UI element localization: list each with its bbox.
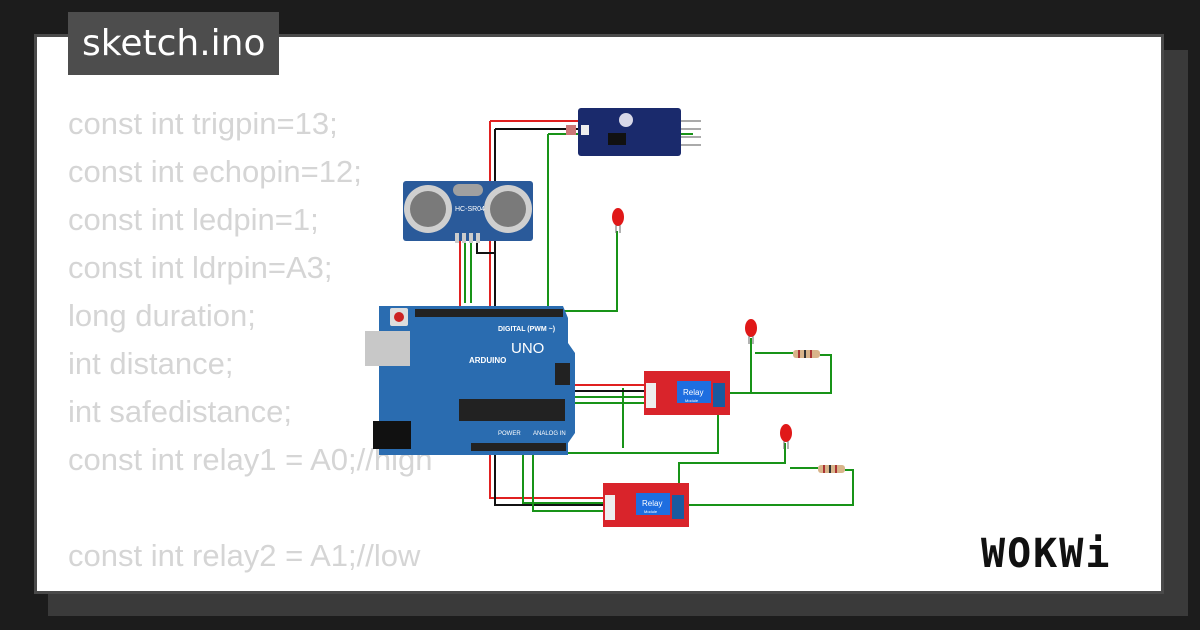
- code-line: long duration;: [68, 298, 256, 333]
- led-icon: [780, 424, 792, 449]
- board-power-label: POWER: [498, 431, 521, 437]
- board-model-label: UNO: [511, 340, 544, 357]
- board-brand-label: ARDUINO: [469, 356, 506, 365]
- relay2-sub: Module: [644, 509, 658, 514]
- code-line: const int ldrpin=A3;: [68, 250, 333, 285]
- code-editor: const int trigpin=13; const int echopin=1…: [68, 100, 432, 580]
- circuit-diagram: HC-SR04: [365, 108, 854, 527]
- relay1-label: Relay: [683, 388, 703, 397]
- code-line: int safedistance;: [68, 394, 293, 429]
- code-line: const int ledpin=1;: [68, 202, 319, 237]
- board-analog-label: ANALOG IN: [533, 431, 566, 437]
- relay1-sub: Module: [685, 398, 699, 403]
- file-tab[interactable]: sketch.ino: [68, 12, 280, 75]
- ultrasonic-sensor-icon: HC-SR04: [403, 181, 533, 243]
- code-line: const int echopin=12;: [68, 154, 362, 189]
- resistor-icon: [818, 465, 845, 473]
- wokwi-logo: WOKWi: [981, 531, 1112, 577]
- ldr-module-icon: [566, 108, 701, 156]
- relay2-label: Relay: [642, 499, 662, 508]
- led-icon: [745, 319, 757, 344]
- relay-module-icon: Relay Module: [603, 483, 689, 527]
- resistor-icon: [793, 350, 820, 358]
- board-digital-label: DIGITAL (PWM ~): [498, 326, 555, 333]
- code-line: const int trigpin=13;: [68, 106, 338, 141]
- arduino-board-icon: DIGITAL (PWM ~) UNO ARDUINO POWER ANALOG…: [365, 306, 575, 455]
- ultrasonic-label: HC-SR04: [455, 206, 485, 213]
- led-icon: [612, 208, 624, 233]
- code-line: int distance;: [68, 346, 234, 381]
- relay-module-icon: Relay Module: [644, 371, 730, 415]
- code-line: const int relay2 = A1;//low: [68, 538, 421, 573]
- preview-card: HC-SR04: [34, 34, 1164, 594]
- wires: [459, 120, 854, 512]
